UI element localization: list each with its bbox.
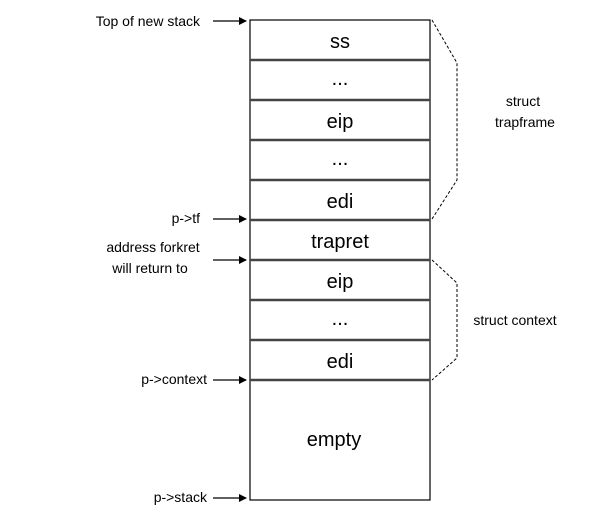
label-struct-context: struct context bbox=[473, 312, 556, 328]
label-p-tf: p->tf bbox=[172, 210, 201, 226]
cell-dividers bbox=[250, 58, 430, 382]
cell-eip-context: eip bbox=[327, 271, 354, 293]
cell-trapret: trapret bbox=[311, 231, 369, 253]
cell-ellipsis-1: ... bbox=[332, 68, 349, 90]
cell-eip-trapframe: eip bbox=[327, 111, 354, 133]
label-p-stack: p->stack bbox=[154, 489, 208, 505]
pointer-arrows bbox=[213, 17, 247, 502]
cell-ellipsis-3: ... bbox=[332, 308, 349, 330]
cell-ellipsis-2: ... bbox=[332, 148, 349, 170]
cell-edi-trapframe: edi bbox=[327, 191, 354, 213]
cell-empty: empty bbox=[307, 429, 361, 451]
label-address-forkret-line2: will return to bbox=[111, 260, 188, 276]
label-address-forkret-line1: address forkret bbox=[106, 239, 199, 255]
trapframe-brace bbox=[431, 19, 458, 220]
cell-edi-context: edi bbox=[327, 351, 354, 373]
label-top-of-new-stack: Top of new stack bbox=[96, 13, 201, 29]
context-brace bbox=[431, 259, 458, 381]
label-p-context: p->context bbox=[141, 371, 207, 387]
cell-ss: ss bbox=[330, 31, 350, 53]
label-struct-trapframe-line2: trapframe bbox=[495, 114, 555, 130]
label-struct-trapframe-line1: struct bbox=[506, 93, 540, 109]
